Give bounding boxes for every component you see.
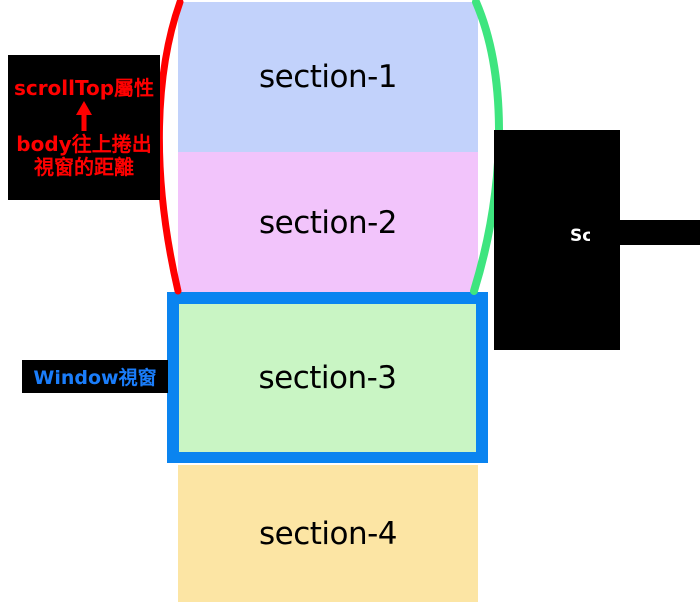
section-2-box: section-2: [178, 152, 478, 293]
section-1-label: section-1: [258, 59, 398, 95]
window-viewport-frame: [167, 292, 488, 463]
window-viewport-callout: Window視窗: [22, 360, 168, 393]
section-4-box: section-4: [178, 465, 478, 602]
scrolltop-desc-line-2: 視窗的距離: [34, 154, 134, 179]
right-callout-label: Sc: [570, 226, 593, 246]
scrolltop-title: scrollTop屬性: [13, 75, 155, 100]
arrow-up-icon: [76, 101, 92, 132]
section-3-label: section-3: [258, 360, 397, 396]
section-2-label: section-2: [258, 204, 398, 241]
window-viewport-label: Window視窗: [33, 367, 157, 389]
right-black-callout: Sc: [494, 130, 700, 350]
right-callout-occluder-bar: [590, 220, 700, 245]
section-3-box: section-3: [179, 304, 476, 452]
scrolltop-desc-line-1: body往上捲出: [16, 132, 152, 157]
section-4-label: section-4: [258, 515, 398, 552]
scrolltop-callout: scrollTop屬性 body往上捲出 視窗的距離: [8, 55, 160, 200]
section-1-box: section-1: [178, 2, 478, 152]
